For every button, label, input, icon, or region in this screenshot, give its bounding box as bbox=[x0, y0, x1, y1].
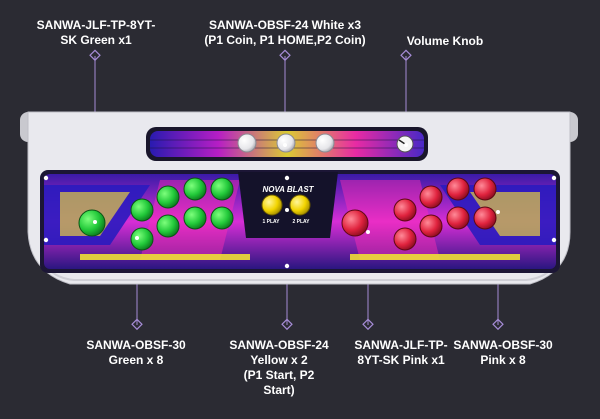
p2-button[interactable] bbox=[473, 206, 497, 230]
callout-line: SANWA-OBSF-30 bbox=[86, 338, 186, 352]
p1-coin-button[interactable] bbox=[237, 133, 257, 153]
p1-start-button[interactable] bbox=[261, 194, 283, 216]
p1-button-group bbox=[130, 177, 234, 251]
callout-volume-knob: Volume Knob bbox=[395, 34, 495, 49]
center-plate bbox=[238, 172, 338, 238]
p2-button[interactable] bbox=[446, 177, 470, 201]
p1-button[interactable] bbox=[183, 206, 207, 230]
callout-line: SANWA-OBSF-24 White x3 bbox=[208, 18, 361, 32]
callout-line: Green x 8 bbox=[108, 353, 164, 367]
p2-button[interactable] bbox=[473, 177, 497, 201]
callout-line: Start) bbox=[263, 383, 295, 397]
callout-yellow-buttons: SANWA-OBSF-24 Yellow x 2 (P1 Start, P2 S… bbox=[219, 338, 339, 398]
p1-button[interactable] bbox=[210, 206, 234, 230]
p2-button-group bbox=[393, 177, 497, 251]
p2-button[interactable] bbox=[419, 214, 443, 238]
p2-button[interactable] bbox=[419, 185, 443, 209]
callout-joystick-left: SANWA-JLF-TP-8YT- SK Green x1 bbox=[26, 18, 166, 48]
p1-button[interactable] bbox=[210, 177, 234, 201]
leader-diamonds bbox=[89, 49, 504, 331]
callout-joystick-right: SANWA-JLF-TP- 8YT-SK Pink x1 bbox=[341, 338, 461, 368]
p1-home-button[interactable] bbox=[276, 133, 296, 153]
p2-button[interactable] bbox=[393, 227, 417, 251]
p2-start-button[interactable] bbox=[289, 194, 311, 216]
callout-line: 8YT-SK Pink x1 bbox=[357, 353, 445, 367]
callout-line: SANWA-JLF-TP-8YT- bbox=[36, 18, 156, 32]
p2-button[interactable] bbox=[446, 206, 470, 230]
callout-line: SANWA-OBSF-24 bbox=[229, 338, 329, 352]
p1-play-label: 1 PLAY bbox=[262, 219, 280, 225]
p2-joystick[interactable] bbox=[341, 209, 369, 237]
callout-line: SANWA-JLF-TP- bbox=[354, 338, 448, 352]
callout-line: SANWA-OBSF-30 bbox=[453, 338, 553, 352]
callout-line: (P1 Coin, P1 HOME,P2 Coin) bbox=[204, 33, 366, 47]
p1-button[interactable] bbox=[156, 185, 180, 209]
callout-line: Yellow x 2 bbox=[250, 353, 308, 367]
p1-button[interactable] bbox=[183, 177, 207, 201]
p1-button[interactable] bbox=[156, 214, 180, 238]
p2-coin-button[interactable] bbox=[315, 133, 335, 153]
callout-line: (P1 Start, P2 bbox=[243, 368, 315, 382]
callout-green-buttons: SANWA-OBSF-30 Green x 8 bbox=[76, 338, 196, 368]
p2-button[interactable] bbox=[393, 198, 417, 222]
p2-play-label: 2 PLAY bbox=[292, 219, 310, 225]
p1-joystick[interactable] bbox=[78, 209, 106, 237]
p1-button[interactable] bbox=[130, 227, 154, 251]
logo-text: NOVA BLAST bbox=[262, 185, 314, 194]
p1-button[interactable] bbox=[130, 198, 154, 222]
callout-line: SK Green x1 bbox=[60, 33, 132, 47]
callout-line: Volume Knob bbox=[406, 34, 484, 48]
callout-line: Pink x 8 bbox=[480, 353, 526, 367]
callout-pink-buttons: SANWA-OBSF-30 Pink x 8 bbox=[443, 338, 563, 368]
callout-white-buttons: SANWA-OBSF-24 White x3 (P1 Coin, P1 HOME… bbox=[195, 18, 375, 48]
